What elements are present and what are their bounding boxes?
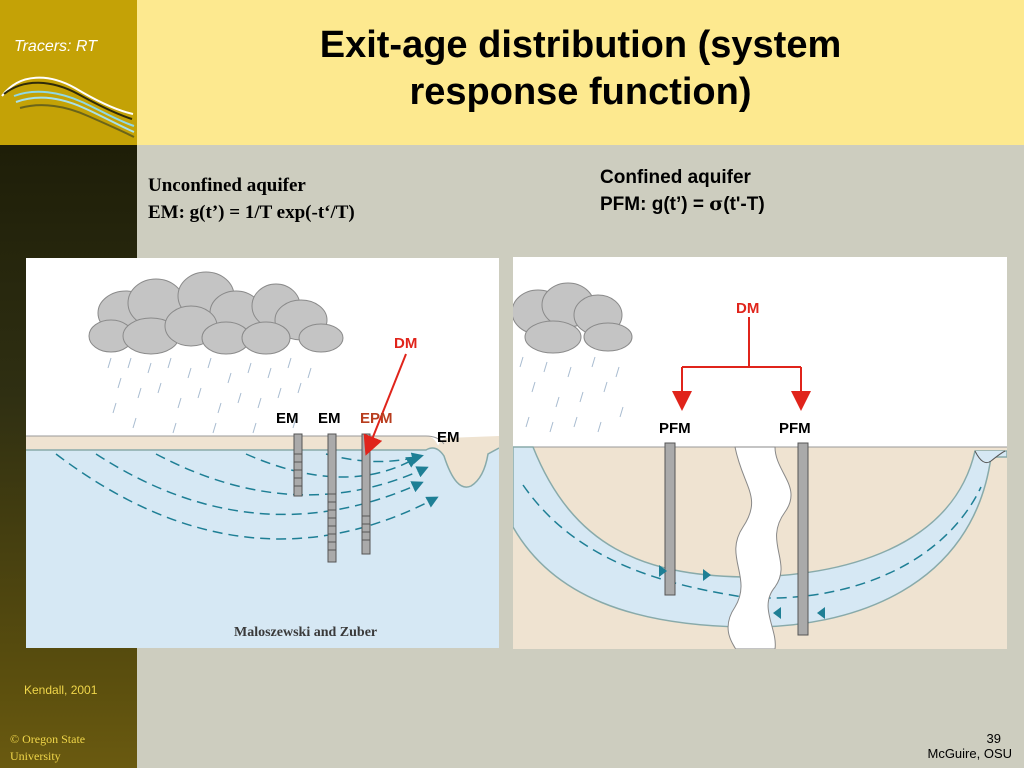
rain-icon	[107, 357, 312, 434]
author-label: McGuire, OSU	[927, 746, 1012, 761]
sidebar-header: Tracers: RT	[0, 0, 137, 145]
title-line1: Exit-age distribution (system	[319, 24, 842, 66]
copyright-label: © Oregon State University	[10, 731, 130, 765]
unconfined-caption-line1: Unconfined aquifer	[148, 175, 306, 196]
rain-icon	[519, 356, 624, 433]
flow-arrows	[659, 565, 825, 619]
confined-caption-line1: Confined aquifer	[600, 167, 751, 188]
well-pfm2	[797, 442, 809, 636]
em1-label: EM	[276, 410, 299, 427]
dm-connector	[672, 317, 811, 411]
credit-label: Kendall, 2001	[24, 683, 98, 697]
unconfined-aquifer-figure: DM EM EM EPM EM Maloszewski and Zuber	[26, 258, 499, 648]
unconfined-caption: Unconfined aquifer EM: g(t’) = 1/T exp(-…	[148, 172, 355, 226]
em2-label: EM	[318, 410, 341, 427]
confined-aquifer-figure: DM PFM PFM	[513, 257, 1007, 649]
well-em1	[293, 433, 303, 497]
pfm1-label: PFM	[659, 420, 691, 437]
well-pfm1	[664, 442, 676, 596]
confined-caption: Confined aquifer PFM: g(t’) = σ(t'-T)	[600, 164, 765, 218]
copyright-line1: © Oregon State	[10, 732, 86, 746]
well-epm	[361, 433, 371, 555]
brand-label: Tracers: RT	[14, 38, 97, 55]
copyright-line2: University	[10, 749, 61, 763]
pfm2-label: PFM	[779, 420, 811, 437]
confined-caption-line2-suffix: (t'-T)	[723, 194, 765, 215]
unconfined-caption-line2: EM: g(t’) = 1/T exp(-t‘/T)	[148, 202, 355, 223]
slide-title: Exit-age distribution (system response f…	[137, 22, 1024, 116]
cloud-icon	[88, 271, 344, 355]
river-logo-icon	[1, 76, 135, 138]
slide-header	[137, 0, 1024, 145]
title-line2: response function)	[409, 71, 752, 113]
epm-label: EPM	[360, 410, 393, 427]
sigma-symbol: σ	[709, 193, 724, 215]
page-number: 39	[986, 731, 1001, 746]
dm-label: DM	[394, 335, 417, 352]
well-em2	[327, 433, 337, 563]
cloud-icon	[513, 282, 633, 354]
dm-arrow	[363, 353, 407, 456]
em3-label: EM	[437, 429, 460, 446]
confined-caption-line2-prefix: PFM: g(t’) =	[600, 194, 710, 215]
dm-label: DM	[736, 300, 759, 317]
source-label: Maloszewski and Zuber	[234, 625, 377, 640]
